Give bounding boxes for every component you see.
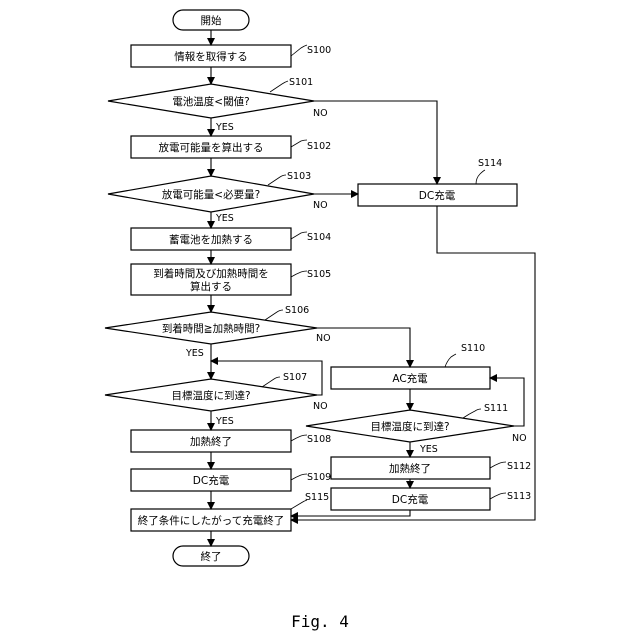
connector-s106-no	[317, 328, 410, 367]
s109-text: DC充電	[193, 474, 230, 487]
start-label: 開始	[201, 14, 222, 27]
s112-leader	[490, 462, 506, 468]
s101-no-label: NO	[313, 108, 328, 119]
s114-step-label: S114	[478, 158, 502, 169]
s113-text: DC充電	[392, 493, 429, 506]
s111-yes-label: YES	[419, 444, 438, 455]
s106-text: 到着時間≧加熱時間?	[162, 322, 260, 335]
s113-leader	[490, 493, 506, 499]
s107-text: 目標温度に到達?	[171, 389, 250, 402]
s105-leader	[291, 271, 307, 277]
s102-leader	[291, 140, 307, 147]
s101-text: 電池温度<閾値?	[172, 95, 249, 108]
figure-caption: Fig. 4	[291, 612, 349, 631]
s112-text: 加熱終了	[389, 462, 431, 475]
s111-no-label: NO	[512, 433, 527, 444]
s102-step-label: S102	[307, 141, 331, 152]
s108-step-label: S108	[307, 434, 331, 445]
s103-no-label: NO	[313, 200, 328, 211]
s110-text: AC充電	[392, 372, 428, 385]
s101-leader	[270, 81, 288, 92]
connector-s111-no-loop	[490, 378, 524, 426]
s105-text-line1: 到着時間及び加熱時間を	[153, 267, 269, 280]
s111-text: 目標温度に到達?	[370, 420, 449, 433]
s103-text: 放電可能量<必要量?	[162, 188, 260, 201]
s110-step-label: S110	[461, 343, 485, 354]
s108-text: 加熱終了	[190, 435, 232, 448]
s111-leader	[463, 409, 481, 418]
s107-no-label: NO	[313, 401, 328, 412]
s104-step-label: S104	[307, 232, 331, 243]
s104-text: 蓄電池を加熱する	[169, 233, 253, 246]
s103-yes-label: YES	[215, 213, 234, 224]
s106-no-label: NO	[316, 333, 331, 344]
s100-text: 情報を取得する	[174, 50, 248, 63]
s115-step-label: S115	[305, 492, 329, 503]
s115-text: 終了条件にしたがって充電終了	[138, 514, 284, 527]
s101-step-label: S101	[289, 77, 313, 88]
connector-s101-no	[314, 101, 437, 184]
s106-step-label: S106	[285, 305, 309, 316]
s114-leader	[476, 170, 485, 184]
s107-leader	[262, 377, 280, 387]
s108-leader	[291, 435, 307, 441]
s114-text: DC充電	[419, 189, 456, 202]
s110-leader	[445, 354, 456, 367]
s107-yes-label: YES	[215, 416, 234, 427]
connector-s113-s115	[291, 510, 410, 516]
s106-leader	[265, 310, 283, 320]
s105-text-line2: 算出する	[190, 280, 232, 293]
s104-leader	[291, 232, 307, 239]
s113-step-label: S113	[507, 491, 531, 502]
s107-step-label: S107	[283, 372, 307, 383]
s106-yes-label: YES	[185, 348, 204, 359]
s112-step-label: S112	[507, 461, 531, 472]
s105-step-label: S105	[307, 269, 331, 280]
s100-step-label: S100	[307, 45, 331, 56]
s102-text: 放電可能量を算出する	[159, 141, 264, 154]
s101-yes-label: YES	[215, 122, 234, 133]
s103-leader	[268, 175, 286, 185]
s111-step-label: S111	[484, 403, 508, 414]
s103-step-label: S103	[287, 171, 311, 182]
s100-leader	[291, 45, 307, 56]
s109-leader	[291, 474, 307, 480]
s109-step-label: S109	[307, 472, 331, 483]
end-label: 終了	[201, 550, 222, 563]
